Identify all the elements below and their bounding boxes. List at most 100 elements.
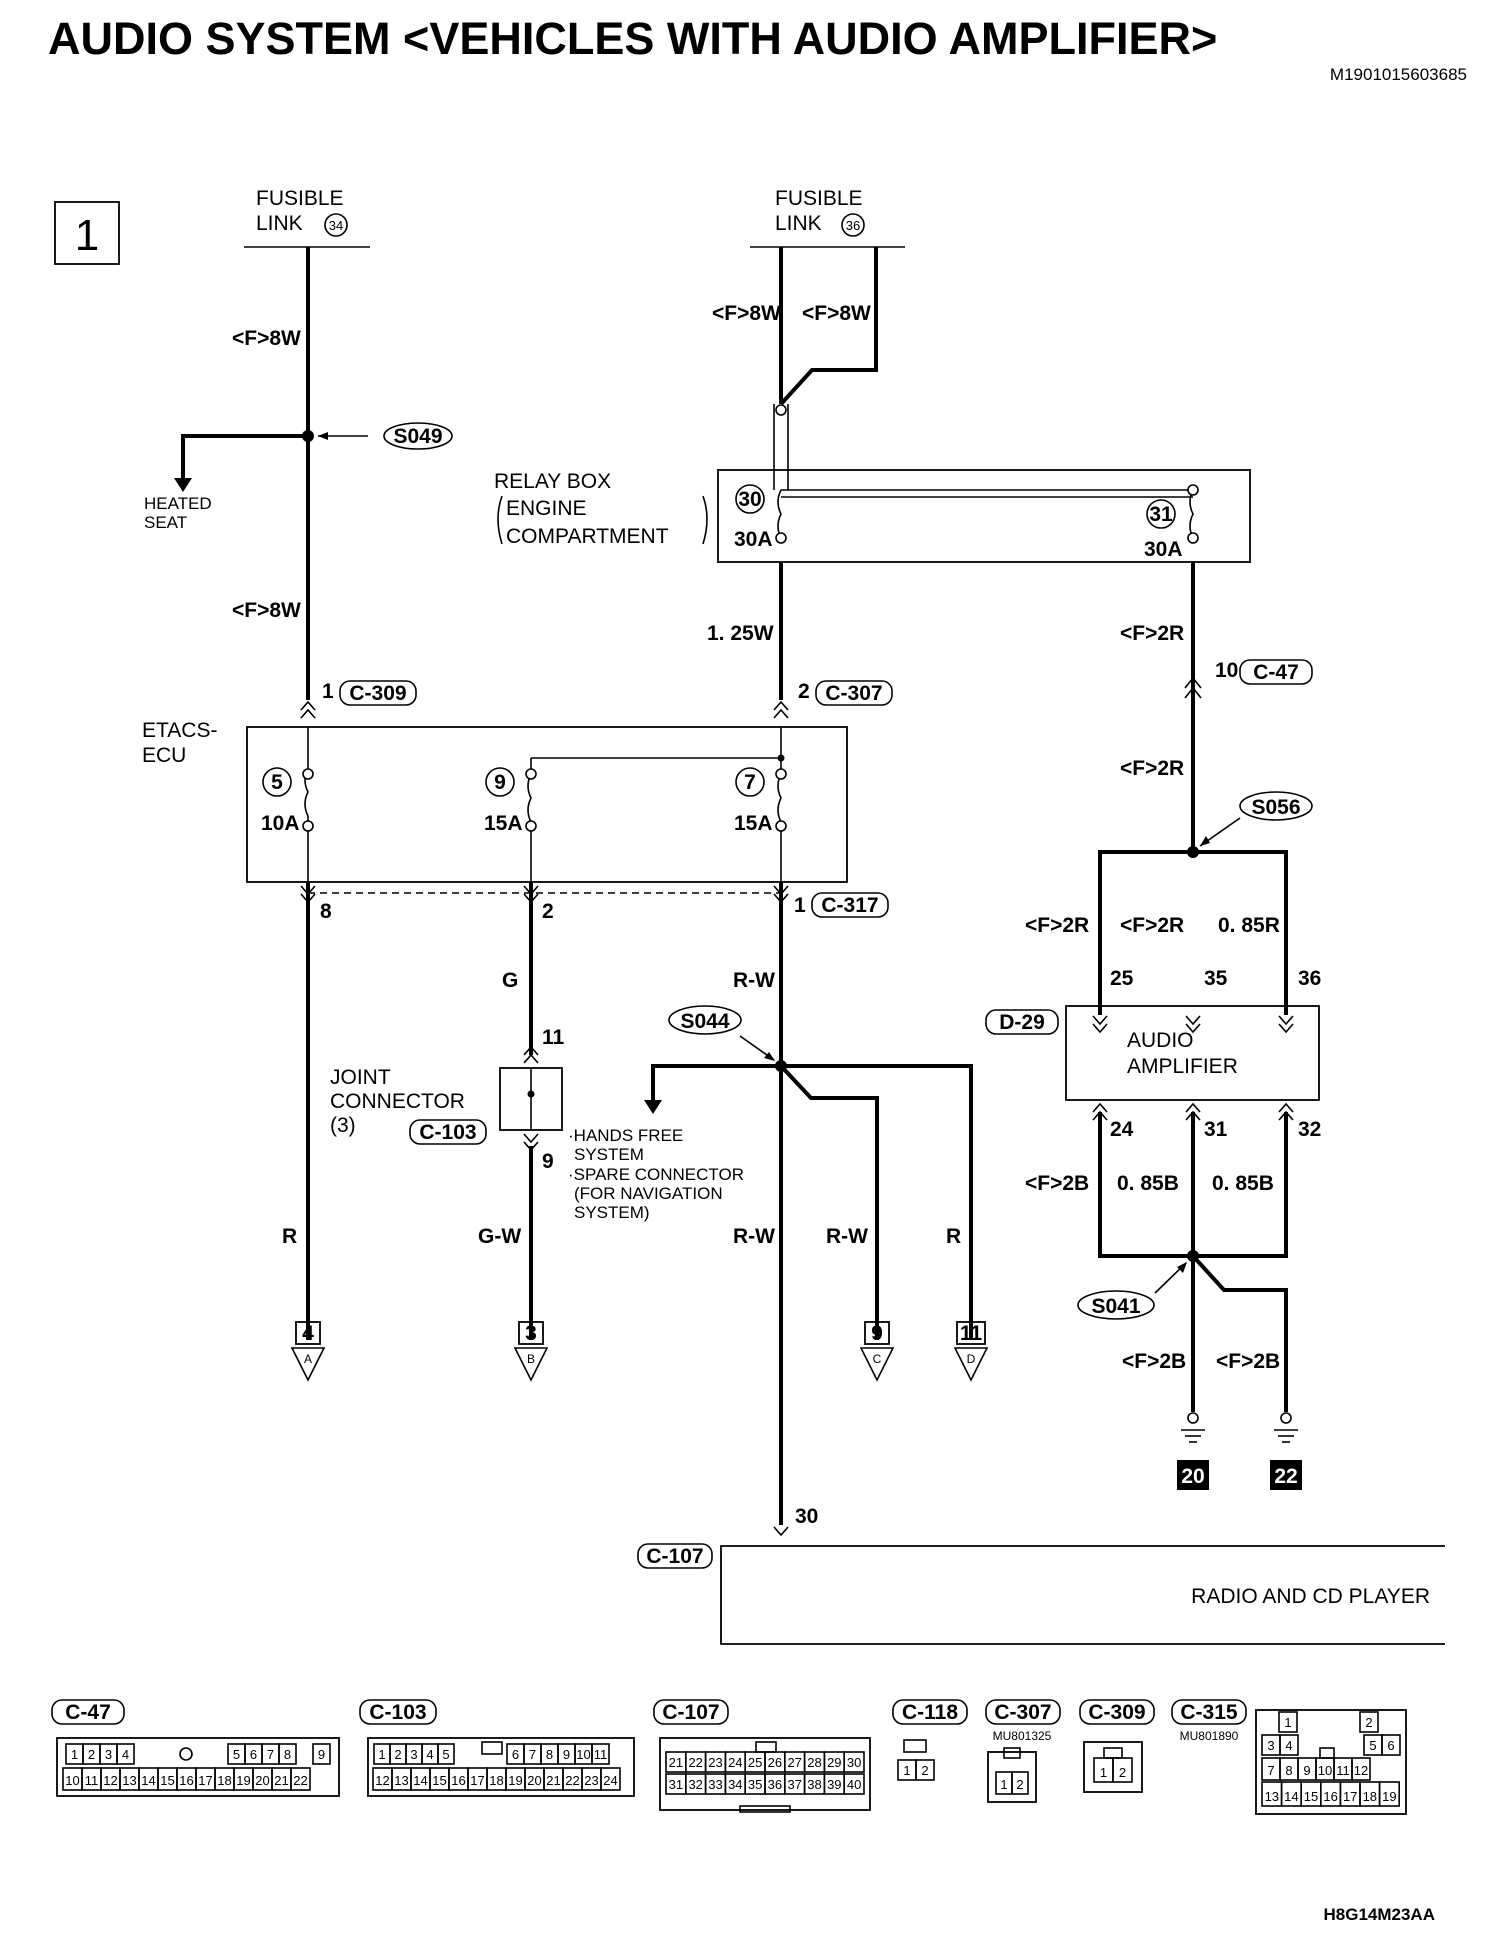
wire-label: 0. 85B	[1212, 1172, 1274, 1195]
etacs-fuse-9: 9	[494, 771, 506, 794]
c315-pin	[1278, 1711, 1298, 1733]
wire-label: <F>8W	[712, 302, 781, 325]
c118-pin-label: 2	[921, 1763, 928, 1778]
c103-pin-label: 14	[413, 1773, 427, 1788]
wire-right-upper	[1098, 562, 1288, 1015]
c309-pin	[1112, 1757, 1133, 1783]
wire-label: R	[946, 1225, 961, 1248]
relay-box-label2: ENGINE	[506, 497, 587, 520]
offpage-num: 3	[525, 1322, 537, 1345]
hands-free-label2: SYSTEM	[574, 1145, 644, 1164]
c103-pin-label: 20	[527, 1773, 541, 1788]
offpage-b: 3 B	[513, 1321, 549, 1382]
splice-s049-label: S049	[393, 425, 442, 448]
wire-label: <F>2R	[1120, 914, 1184, 937]
hands-free-label4: (FOR NAVIGATION	[574, 1184, 723, 1203]
document-id: M1901015603685	[1330, 65, 1467, 84]
relay-box-label: RELAY BOX	[494, 470, 611, 493]
c107-pin-label: 40	[847, 1777, 861, 1792]
c107-pin-label: 22	[688, 1755, 702, 1770]
c315-part: MU801890	[1180, 1729, 1239, 1743]
c103-pin-label: 16	[451, 1773, 465, 1788]
sheet-number-box	[54, 201, 120, 265]
c47-pin-label: 8	[284, 1747, 291, 1762]
wire-label: G-W	[478, 1225, 521, 1248]
relay-fuse-31: 31	[1149, 503, 1173, 526]
c315-pin	[1279, 1734, 1299, 1756]
c315-pin-label: 3	[1267, 1738, 1274, 1753]
audio-amplifier	[1065, 1005, 1320, 1121]
c103-pin-label: 6	[512, 1747, 519, 1762]
c315-pin	[1359, 1711, 1379, 1733]
c309-pin: 1	[322, 680, 334, 703]
c47-pin-label: 1	[71, 1747, 78, 1762]
c103-pin-11: 11	[542, 1026, 565, 1049]
c103-pin-label: 17	[470, 1773, 484, 1788]
c103-pin-label: 5	[442, 1747, 449, 1762]
splice-s041-label: S041	[1091, 1295, 1140, 1318]
c317-pin-2: 2	[542, 900, 554, 923]
hands-free-label3: ·SPARE CONNECTOR	[568, 1165, 744, 1184]
c315-pin-label: 7	[1267, 1763, 1274, 1778]
c317-pin-1: 1	[794, 894, 806, 917]
wire-label: <F>2B	[1122, 1350, 1186, 1373]
c47-pin-label: 10	[65, 1773, 79, 1788]
c107-pin-label: 35	[748, 1777, 762, 1792]
c315-pin-label: 9	[1303, 1763, 1310, 1778]
etacs-label2: ECU	[142, 744, 186, 767]
c47-pin-label: 17	[198, 1773, 212, 1788]
c103-pin-label: 9	[563, 1747, 570, 1762]
c315-pin-label: 17	[1343, 1789, 1357, 1804]
c309-key	[1103, 1747, 1123, 1759]
c103-pin-label: 10	[576, 1747, 590, 1762]
wire-label: R-W	[826, 1225, 868, 1248]
wire-ground	[1098, 1112, 1298, 1443]
c307-body	[987, 1751, 1037, 1803]
c118-pin-label: 1	[903, 1763, 910, 1778]
c47-pin-label: 20	[255, 1773, 269, 1788]
c47-pin-label: 16	[179, 1773, 193, 1788]
relay-box: 30 31 30A 30A	[717, 469, 1251, 563]
audio-amplifier-label: AUDIO	[1127, 1029, 1194, 1052]
c107-pin	[843, 1773, 865, 1795]
c47-pin-label: 14	[141, 1773, 155, 1788]
c103-pin-label: 24	[603, 1773, 617, 1788]
wire-label: <F>8W	[802, 302, 871, 325]
c103-tag-label: C-103	[369, 1701, 426, 1724]
splice-s044-label: S044	[680, 1010, 729, 1033]
c315-tag-label: C-315	[1180, 1701, 1238, 1724]
c47-pin	[278, 1743, 297, 1765]
c47-pin-label: 7	[267, 1747, 274, 1762]
splice-s044: S044	[668, 1005, 775, 1061]
c47-pin-label: 11	[85, 1773, 99, 1788]
heated-seat-label: HEATED	[144, 494, 212, 513]
amp-pin-25: 25	[1110, 967, 1134, 990]
c315-pin-label: 14	[1284, 1789, 1298, 1804]
c309-pin-label: 1	[1100, 1765, 1107, 1780]
offpage-num: 4	[302, 1322, 314, 1345]
page-title: AUDIO SYSTEM <VEHICLES WITH AUDIO AMPLIF…	[48, 13, 1217, 64]
wire-label: <F>2R	[1025, 914, 1089, 937]
c307-tag-label: C-307	[994, 1701, 1051, 1724]
c107-label: C-107	[646, 1545, 703, 1568]
fusible-link-36: FUSIBLE LINK 36	[750, 187, 905, 248]
relay-box-label3: COMPARTMENT	[506, 525, 669, 548]
joint-connector-label: JOINT	[330, 1066, 391, 1089]
c103-pin-label: 23	[584, 1773, 598, 1788]
splice-s056-label: S056	[1251, 796, 1300, 819]
splice-s041: S041	[1077, 1262, 1187, 1320]
etacs-amp-9: 15A	[484, 812, 523, 835]
c47-pin-label: 22	[293, 1773, 307, 1788]
offpage-d: 11 D	[953, 1321, 989, 1382]
wire-label: <F>2R	[1120, 622, 1184, 645]
c47-pin	[290, 1767, 311, 1791]
c315-pin-label: 11	[1336, 1763, 1350, 1778]
c315-pin-label: 13	[1265, 1789, 1279, 1804]
ground-22	[1270, 1460, 1302, 1490]
wire-label: 1. 25W	[707, 622, 774, 645]
wire-label: <F>2B	[1216, 1350, 1280, 1373]
wire-label: 0. 85B	[1117, 1172, 1179, 1195]
wire-label: <F>2R	[1120, 757, 1184, 780]
